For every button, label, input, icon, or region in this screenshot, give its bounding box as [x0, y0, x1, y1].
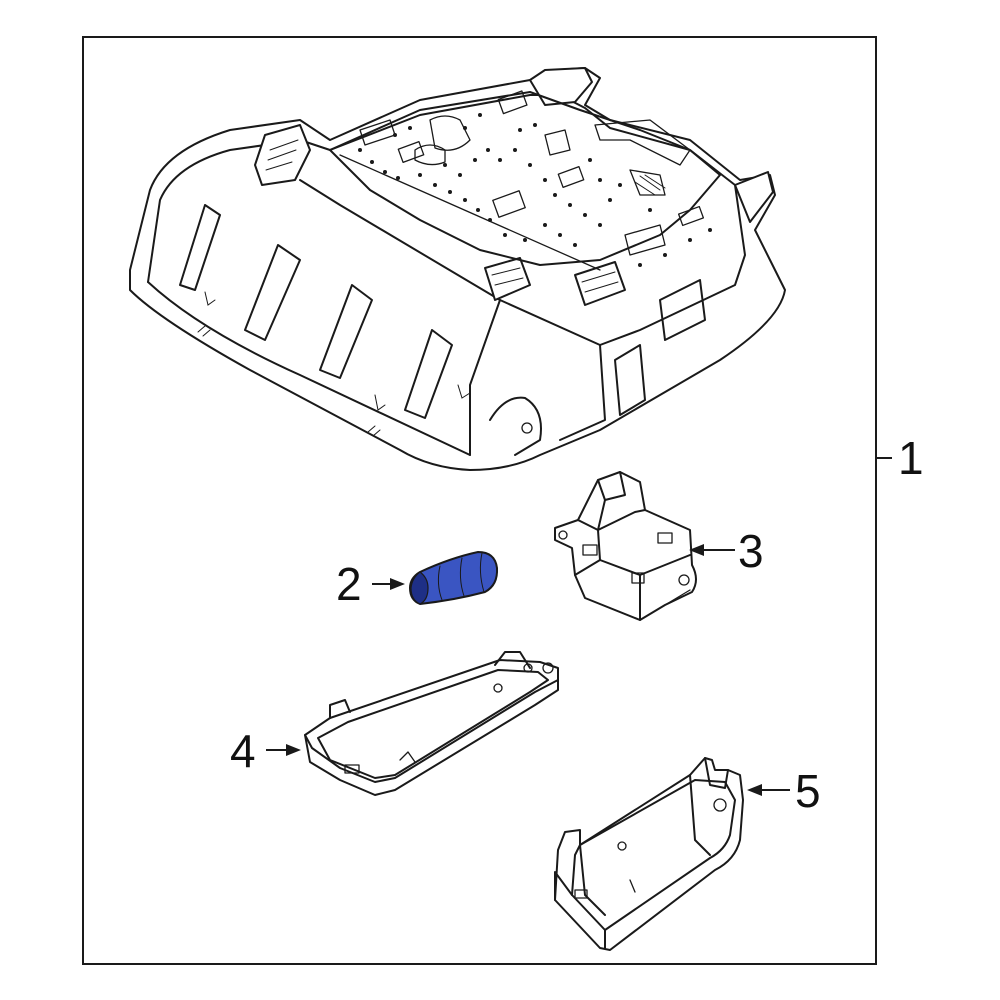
callout-3: 3 — [689, 525, 764, 577]
callout-1: 1 — [876, 432, 924, 484]
bezel-part — [554, 757, 744, 951]
bulb-part — [408, 550, 499, 606]
diagram-frame — [82, 36, 877, 965]
callout-label-3: 3 — [738, 525, 764, 577]
callout-label-5: 5 — [795, 765, 821, 817]
overhead-console-housing — [129, 67, 786, 471]
lamp-socket-part — [554, 471, 697, 621]
callout-2: 2 — [336, 558, 405, 610]
callout-5: 5 — [747, 765, 821, 817]
circuit-dots — [358, 113, 712, 267]
callout-label-4: 4 — [230, 725, 256, 777]
lens-cover-part — [304, 651, 559, 796]
callout-4: 4 — [230, 725, 301, 777]
callout-label-1: 1 — [898, 432, 924, 484]
callout-label-2: 2 — [336, 558, 362, 610]
